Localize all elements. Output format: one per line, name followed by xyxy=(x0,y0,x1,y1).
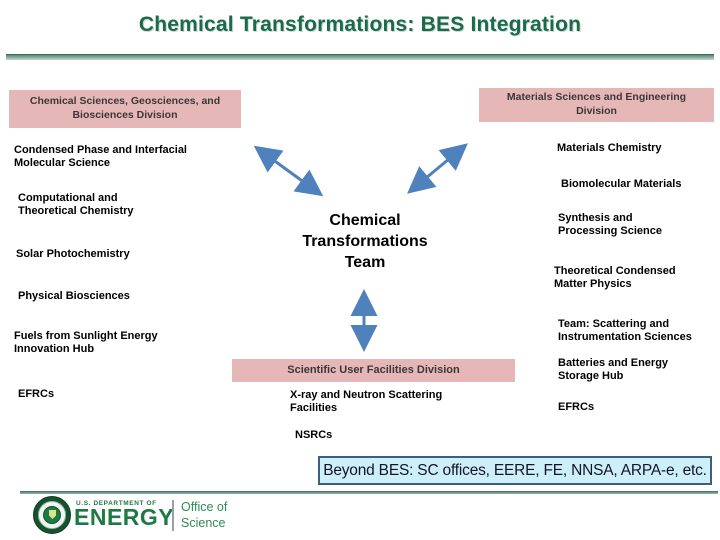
footer-divider-line xyxy=(20,491,718,494)
list-item-materials-chemistry: Materials Chemistry xyxy=(557,142,662,154)
logo-divider xyxy=(172,500,174,531)
list-item-theoretical-condensed-matter: Theoretical Condensed Matter Physics xyxy=(554,265,676,291)
list-item-team-scattering: Team: Scattering and Instrumentation Sci… xyxy=(558,318,692,344)
materials-sciences-division-label: Materials Sciences and Engineering Divis… xyxy=(506,91,687,117)
beyond-bes-banner: Beyond BES: SC offices, EERE, FE, NNSA, … xyxy=(318,456,712,485)
doe-dept-prefix: U.S. DEPARTMENT OF xyxy=(76,500,157,507)
doe-energy-wordmark: ENERGY xyxy=(74,504,175,530)
arrow-right-division-to-team xyxy=(407,143,468,194)
chemical-transformations-team-label: Chemical Transformations Team xyxy=(302,212,428,272)
arrow-left-division-to-team xyxy=(253,145,324,197)
list-item-solar-photochemistry: Solar Photochemistry xyxy=(16,248,130,260)
doe-seal-icon xyxy=(33,496,71,534)
list-item-nsrcs: NSRCs xyxy=(295,429,333,441)
slide-title: Chemical Transformations: BES Integratio… xyxy=(138,13,582,36)
office-of-science-line2: Science xyxy=(181,516,226,531)
title-divider-line xyxy=(6,54,714,60)
chemical-sciences-division-box: Chemical Sciences, Geosciences, and Bios… xyxy=(9,90,241,128)
list-item-batteries-storage-hub: Batteries and Energy Storage Hub xyxy=(558,357,669,383)
list-item-efrcs-right: EFRCs xyxy=(558,401,595,413)
chemical-sciences-division-label: Chemical Sciences, Geosciences, and Bios… xyxy=(29,95,221,121)
beyond-bes-banner-text: Beyond BES: SC offices, EERE, FE, NNSA, … xyxy=(323,461,707,479)
doe-seal-shield-icon xyxy=(49,510,56,519)
list-item-synthesis-processing: Synthesis and Processing Science xyxy=(558,212,662,238)
list-item-efrcs-left: EFRCs xyxy=(18,388,55,400)
list-item-condensed-phase: Condensed Phase and Interfacial Molecula… xyxy=(14,144,187,170)
list-item-physical-biosciences: Physical Biosciences xyxy=(18,290,130,302)
scientific-user-facilities-division-label: Scientific User Facilities Division xyxy=(287,364,460,377)
office-of-science-label: Office of Science xyxy=(181,499,227,532)
scientific-user-facilities-division-box: Scientific User Facilities Division xyxy=(232,359,515,382)
list-item-xray-neutron-facilities: X-ray and Neutron Scattering Facilities xyxy=(290,389,443,415)
materials-sciences-division-box: Materials Sciences and Engineering Divis… xyxy=(479,88,714,122)
doe-logo: U.S. DEPARTMENT OF ENERGY Office of Scie… xyxy=(33,496,333,536)
office-of-science-line1: Office of xyxy=(181,500,228,514)
list-item-biomolecular-materials: Biomolecular Materials xyxy=(561,178,682,190)
list-item-fuels-from-sunlight-hub: Fuels from Sunlight Energy Innovation Hu… xyxy=(14,330,158,356)
list-item-computational-chemistry: Computational and Theoretical Chemistry xyxy=(18,192,134,218)
